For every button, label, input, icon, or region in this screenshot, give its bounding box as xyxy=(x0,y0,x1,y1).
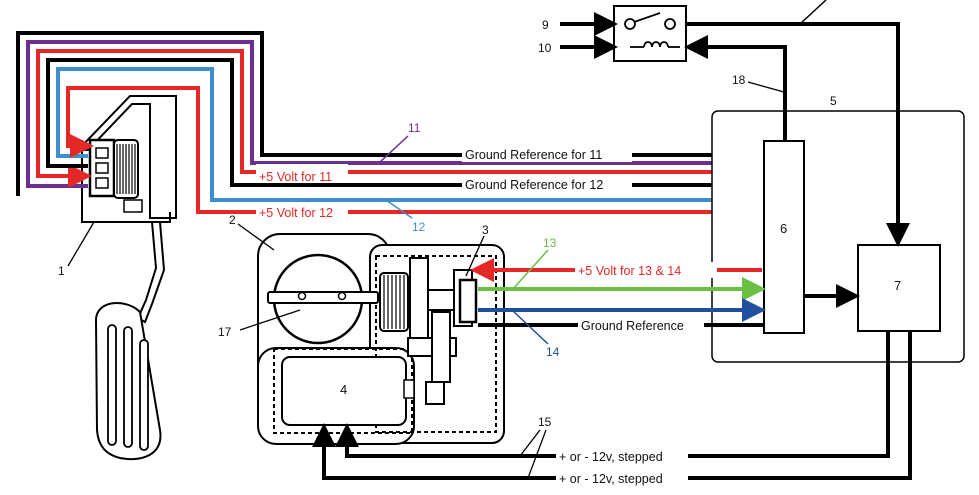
callout-line-15a xyxy=(519,429,541,457)
callout-1: 1 xyxy=(58,264,65,278)
callout-18: 18 xyxy=(732,73,746,87)
module-7-box xyxy=(857,244,941,332)
callout-2: 2 xyxy=(229,213,236,227)
callout-line-11 xyxy=(379,135,409,163)
callout-10: 10 xyxy=(538,41,552,55)
callout-line-13 xyxy=(511,249,549,291)
callout-line-14 xyxy=(511,309,549,345)
label-ground-ref-12: Ground Reference for 12 xyxy=(465,178,603,192)
callout-line-15b xyxy=(527,429,547,479)
label-volt-11: +5 Volt for 11 xyxy=(259,170,332,184)
wire-ground-ref-11 xyxy=(16,31,766,196)
label-volt-12: +5 Volt for 12 xyxy=(259,206,333,220)
callout-7: 7 xyxy=(894,278,901,293)
callout-line-2 xyxy=(237,223,275,251)
throttle-body xyxy=(257,233,505,445)
wire-ground-ref-12 xyxy=(46,58,762,187)
callout-4: 4 xyxy=(340,382,347,397)
callout-line-3 xyxy=(465,235,485,277)
wire-signal-11 xyxy=(26,40,766,188)
callout-13: 13 xyxy=(543,236,557,250)
label-ground-ref: Ground Reference xyxy=(581,319,684,333)
wire-signal-12 xyxy=(56,67,766,212)
callout-line-relay xyxy=(799,0,827,25)
callout-line-1 xyxy=(67,221,95,267)
callout-line-17 xyxy=(239,309,301,331)
callout-6: 6 xyxy=(780,221,787,236)
callout-11: 11 xyxy=(408,121,421,135)
callout-9: 9 xyxy=(542,18,549,32)
relay xyxy=(613,5,687,62)
callout-14: 14 xyxy=(546,345,560,359)
wire-relay-to-7 xyxy=(686,22,910,247)
label-ground-ref-11: Ground Reference for 11 xyxy=(465,148,602,162)
callout-5: 5 xyxy=(830,94,837,108)
callout-12: 12 xyxy=(412,220,426,234)
callout-17: 17 xyxy=(218,325,232,339)
wire-18 xyxy=(684,35,787,141)
callout-3: 3 xyxy=(482,223,489,237)
label-stepped-2: + or - 12v, stepped xyxy=(559,472,663,486)
callout-line-18 xyxy=(747,81,785,93)
callout-15: 15 xyxy=(538,415,552,429)
label-stepped-1: + or - 12v, stepped xyxy=(559,450,663,464)
callout-line-12 xyxy=(385,199,413,219)
accelerator-pedal-assembly xyxy=(75,95,177,461)
label-volt-13-14: +5 Volt for 13 & 14 xyxy=(578,264,681,278)
module-6-box xyxy=(763,140,805,334)
